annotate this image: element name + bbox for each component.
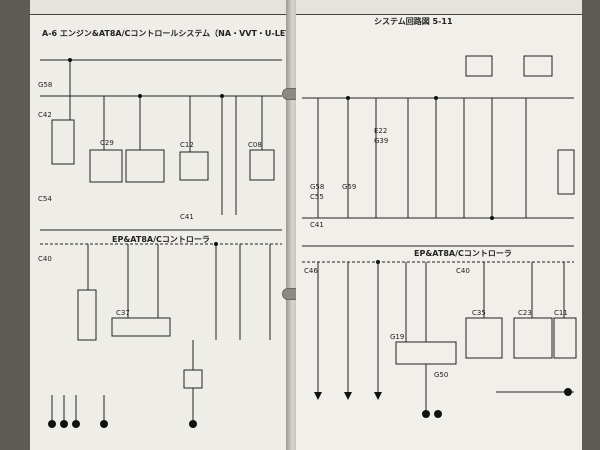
wiring-diagram-right: [302, 55, 577, 418]
connector-c12: C12: [180, 141, 194, 149]
connector-c37: C37: [116, 309, 130, 317]
connector-c40: C40: [456, 267, 470, 275]
connector-c23: C23: [518, 309, 532, 317]
connector-c41: C41: [180, 213, 194, 221]
header-strip: [296, 0, 582, 15]
connector-g58: G58: [310, 183, 325, 191]
connector-c08: C08: [248, 141, 262, 149]
subsection-title: EP&AT8A/Cコントローラ: [414, 249, 512, 258]
manual-page-left: A-6 エンジン&AT8A/Cコントロールシステム（NA・VVT・U-LEV）: [30, 0, 292, 450]
connector-c35: C35: [472, 309, 486, 317]
wiring-diagram-left: [40, 58, 282, 428]
connector-c55: C55: [310, 193, 324, 201]
connector-g19: G19: [390, 333, 405, 341]
connector-g50: G50: [434, 371, 449, 379]
connector-g39: G39: [374, 137, 389, 145]
connector-c41: C41: [310, 221, 324, 229]
connector-c11: C11: [554, 309, 568, 317]
header-strip: [30, 0, 292, 15]
subsection-title: EP&AT8A/Cコントローラ: [112, 235, 210, 244]
connector-e22: E22: [374, 127, 388, 135]
section-title: A-6 エンジン&AT8A/Cコントロールシステム（NA・VVT・U-LEV）: [42, 29, 292, 38]
connector-c40: C40: [38, 255, 52, 263]
connector-g59: G59: [342, 183, 357, 191]
page-header: システム回路図 5-11: [374, 17, 453, 26]
connector-c46: C46: [304, 267, 318, 275]
connector-g58: G58: [38, 81, 53, 89]
connector-c29: C29: [100, 139, 114, 147]
connector-c42: C42: [38, 111, 52, 119]
connector-c54: C54: [38, 195, 52, 203]
manual-page-right: システム回路図 5-11: [296, 0, 582, 450]
